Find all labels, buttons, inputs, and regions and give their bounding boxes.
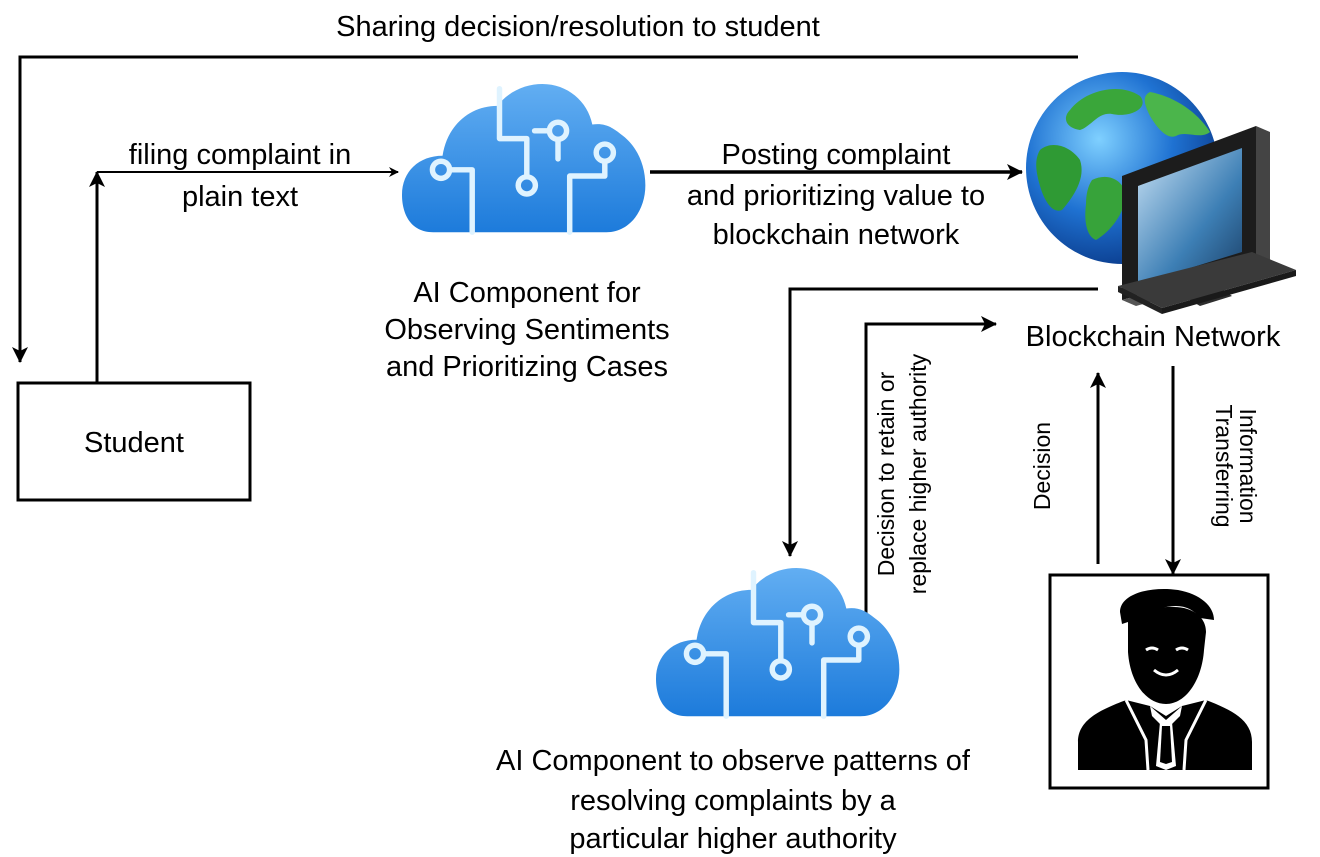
student-box <box>16 381 252 502</box>
retain-label-line1: Decision to retain or <box>873 371 899 576</box>
feedback-line <box>12 55 1078 363</box>
posting-label-line1: Posting complaint <box>722 139 951 171</box>
posting-label-line3: blockchain network <box>713 219 960 251</box>
ai2-to-blockchain-arrow <box>864 316 997 632</box>
filing-label-line1: filing complaint in <box>129 139 351 171</box>
filing-label-line2: plain text <box>182 181 298 213</box>
student-label: Student <box>84 427 184 459</box>
feedback-label: Sharing decision/resolution to student <box>336 11 820 43</box>
blockchain-label: Blockchain Network <box>1026 321 1281 353</box>
ai1-label-line3: and Prioritizing Cases <box>386 351 668 383</box>
posting-label-line2: and prioritizing value to <box>687 180 985 212</box>
ai1-label-line2: Observing Sentiments <box>384 314 669 346</box>
ai-cloud-icon-2 <box>656 568 899 716</box>
ai2-label-line1: AI Component to observe patterns of <box>496 745 971 777</box>
retain-label-line2: replace higher authority <box>905 353 931 594</box>
ai-cloud-icon <box>402 84 645 232</box>
blockchain-to-ai2-arrow <box>782 287 1098 557</box>
decision-label: Decision <box>1029 422 1055 510</box>
person-authority-icon <box>1078 588 1252 771</box>
ai2-label-line3: particular higher authority <box>569 823 897 855</box>
transfer-label-line2: Information <box>1235 408 1261 523</box>
globe-monitor-icon <box>1026 72 1296 314</box>
ai1-label-line1: AI Component for <box>413 277 641 309</box>
ai2-label-line2: resolving complaints by a <box>570 785 896 817</box>
transfer-label-line1: Transferring <box>1211 404 1237 527</box>
